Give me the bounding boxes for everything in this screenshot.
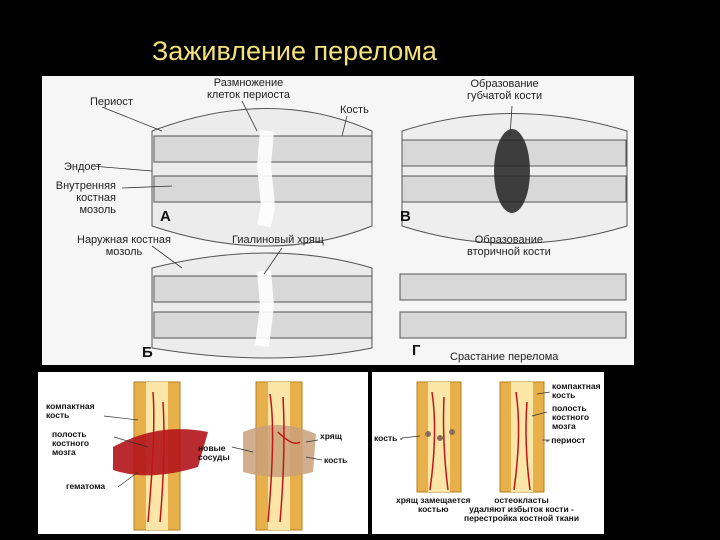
- left-drawing: [103, 381, 323, 531]
- bone-label-left: кость: [324, 455, 348, 465]
- bone-g-upper: [399, 273, 627, 301]
- replaced-label: хрящ замещается костью: [396, 495, 471, 514]
- bone-label-right: кость -: [374, 433, 403, 443]
- hematoma-label: гематома: [66, 481, 106, 491]
- cavity-label-right: полость костного мозга: [552, 403, 590, 431]
- fracture-gap-a: [256, 130, 276, 228]
- hyaline-label: Гиалиновый хрящ: [232, 234, 324, 246]
- periost-label-right: - периост: [546, 435, 586, 445]
- fusion-label: Срастание перелома: [450, 351, 559, 363]
- bone-label: Кость: [340, 104, 369, 116]
- fracture-gap-b: [255, 270, 275, 347]
- endost-label: Эндост: [64, 161, 102, 173]
- spongy-formation-label: Образование губчатой кости: [467, 78, 543, 102]
- healing-diagram-right: кость - компактная кость полость костног…: [372, 372, 604, 534]
- stage-a-letter: А: [160, 208, 171, 225]
- stage-b-letter: Б: [142, 344, 153, 361]
- slide-title: Заживление перелома: [152, 36, 437, 66]
- compact-label: компактная кость: [46, 401, 95, 420]
- periost-label: Периост: [90, 96, 133, 108]
- cartilage-label: хрящ: [320, 431, 342, 441]
- bone-g-lower: [399, 311, 627, 339]
- stage-v-letter: В: [400, 208, 411, 225]
- right-drawing: [401, 381, 551, 493]
- reproduction-label: Размножение клеток периоста: [207, 77, 290, 101]
- inner-callus-label: Внутренняя костная мозоль: [55, 180, 116, 216]
- stages-drawing: [91, 100, 628, 359]
- secondary-formation-label: Образование вторичной кости: [467, 234, 551, 258]
- compact-label-right: компактная кость: [552, 381, 601, 400]
- cavity-label: полость костного мозга: [52, 429, 90, 457]
- hematoma-shape: [113, 429, 208, 476]
- fracture-stages-diagram: Периост Размножение клеток периоста Кост…: [42, 76, 634, 365]
- osteoclasts-label: остеокласты удаляют избыток кости - пере…: [464, 495, 580, 523]
- vessels-label: новые сосуды: [198, 443, 230, 462]
- outer-callus-label: Наружная костная мозоль: [77, 234, 171, 258]
- callus-shape: [243, 424, 316, 477]
- healing-diagram-left: компактная кость полость костного мозга …: [38, 372, 368, 534]
- stage-g-letter: Г: [412, 342, 421, 359]
- spongy-bone-v: [494, 129, 530, 213]
